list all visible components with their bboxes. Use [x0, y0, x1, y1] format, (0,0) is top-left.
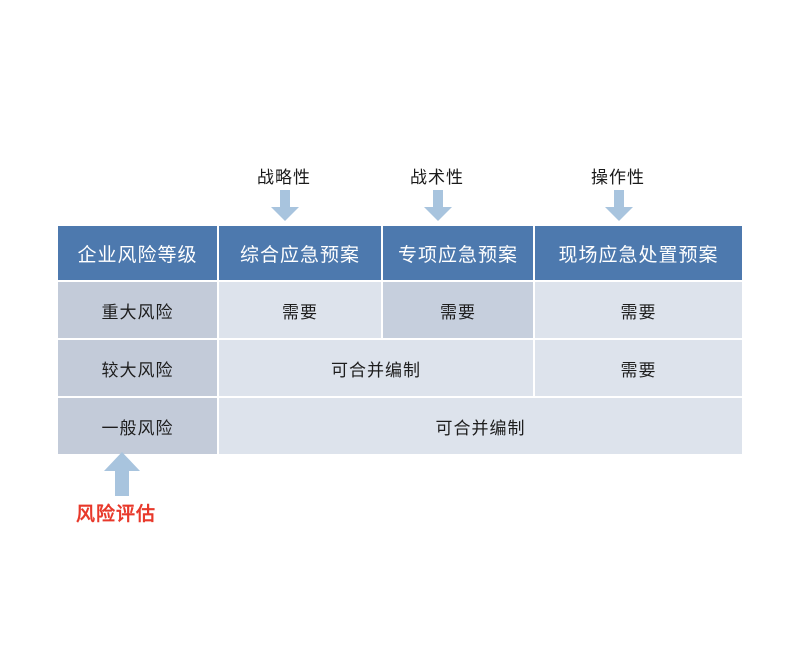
row-header-major-risk: 重大风险: [58, 281, 219, 340]
row-header-moderate-risk: 较大风险: [58, 339, 219, 398]
column-header-risk-level: 企业风险等级: [58, 226, 219, 282]
emergency-plan-matrix: 企业风险等级 综合应急预案 专项应急预案 现场应急处置预案 重大风险 需要 需要…: [58, 226, 742, 454]
arrow-up-icon: [104, 452, 141, 497]
arrow-down-icon: [270, 190, 300, 222]
table-row: 较大风险 可合并编制 需要: [58, 339, 742, 398]
table-row: 重大风险 需要 需要 需要: [58, 281, 742, 340]
arrow-down-icon: [604, 190, 634, 222]
column-header-comprehensive-plan: 综合应急预案: [218, 226, 383, 282]
row-header-general-risk: 一般风险: [58, 397, 219, 454]
annotation-label-risk-assessment: 风险评估: [76, 503, 157, 525]
table-header-row: 企业风险等级 综合应急预案 专项应急预案 现场应急处置预案: [58, 226, 742, 282]
cell-major-onsite: 需要: [534, 281, 742, 340]
cell-moderate-merged: 可合并编制: [218, 339, 535, 398]
column-header-special-plan: 专项应急预案: [382, 226, 535, 282]
cell-major-special: 需要: [382, 281, 535, 340]
table-row: 一般风险 可合并编制: [58, 397, 742, 454]
annotation-label-operational: 操作性: [591, 168, 645, 188]
cell-major-comprehensive: 需要: [218, 281, 383, 340]
annotation-label-tactical: 战术性: [410, 168, 464, 188]
cell-general-merged: 可合并编制: [218, 397, 742, 454]
cell-moderate-onsite: 需要: [534, 339, 742, 398]
column-header-onsite-plan: 现场应急处置预案: [534, 226, 742, 282]
arrow-down-icon: [423, 190, 453, 222]
annotation-label-strategic: 战略性: [257, 168, 311, 188]
